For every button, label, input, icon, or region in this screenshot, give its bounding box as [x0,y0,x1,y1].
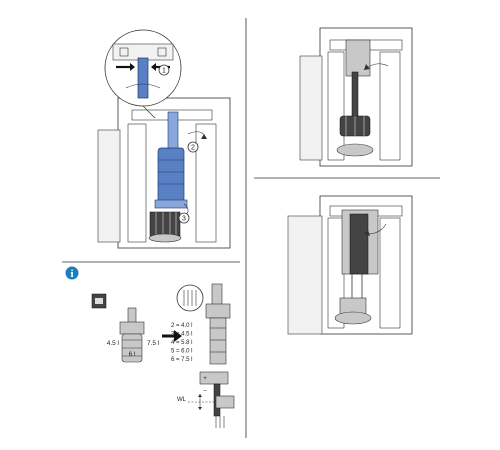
cistern-side [97,129,121,243]
valve-basket [149,211,181,237]
lift-rod [351,71,359,123]
volume-label-center: 6 l [129,351,136,358]
valve-inner [349,213,369,275]
valve-body [157,147,185,205]
cistern-side [287,215,323,335]
panel-flush-volume: i 4.5 l 7.5 l 6 l 2 = 4.0 l 3 = 4.5 l [65,266,235,428]
panel-remove-valve: 1 2 3 [97,29,231,249]
actuator-bracket [345,39,371,77]
info-icon [65,266,79,280]
adjust-valve-body [209,317,227,365]
volume-label-left: 4.5 l [107,340,120,347]
valve-collar [119,321,145,335]
detail-clip-housing [112,43,174,61]
step-marker-3 [178,212,190,224]
outlet-ring [336,143,374,157]
outlet-ring [334,311,372,325]
float-body [215,395,235,409]
scale-magnifier [176,284,204,312]
outlet-ring [148,233,182,243]
panel-insert-valve [287,195,413,335]
cistern-side [299,55,323,161]
cistern-left-wall [127,123,147,243]
setting-row: 5 = 6.0 l [171,349,193,355]
valve-collar [154,199,188,209]
setting-row: 4 = 5.8 l [171,340,193,346]
arrow-head [201,134,207,139]
setting-row: 6 = 7.5 l [171,357,193,363]
panel-lift-valve [299,27,413,167]
info-icon-glyph: i [70,268,73,280]
valve-top [127,307,137,325]
step-marker-1-text: 1 [162,68,166,75]
volume-label-right: 7.5 l [147,340,160,347]
step-marker-1 [158,64,170,76]
cistern-right-wall [195,123,217,243]
detail-valve-rod [137,57,149,99]
adjust-minus: – [203,388,207,394]
rotate-arrow [367,223,387,235]
valve-seal [339,297,367,315]
setting-row: 2 = 4.0 l [171,323,193,329]
setting-row: 3 = 4.5 l [171,332,193,338]
adjust-plus: + [203,376,207,382]
step-marker-3-text: 3 [182,216,186,223]
adjust-valve-collar [205,303,231,319]
adjust-valve-top [211,283,223,307]
step-marker-2-text: 2 [191,145,195,152]
wl-label: WL [177,397,187,403]
step-marker-2 [187,141,199,153]
